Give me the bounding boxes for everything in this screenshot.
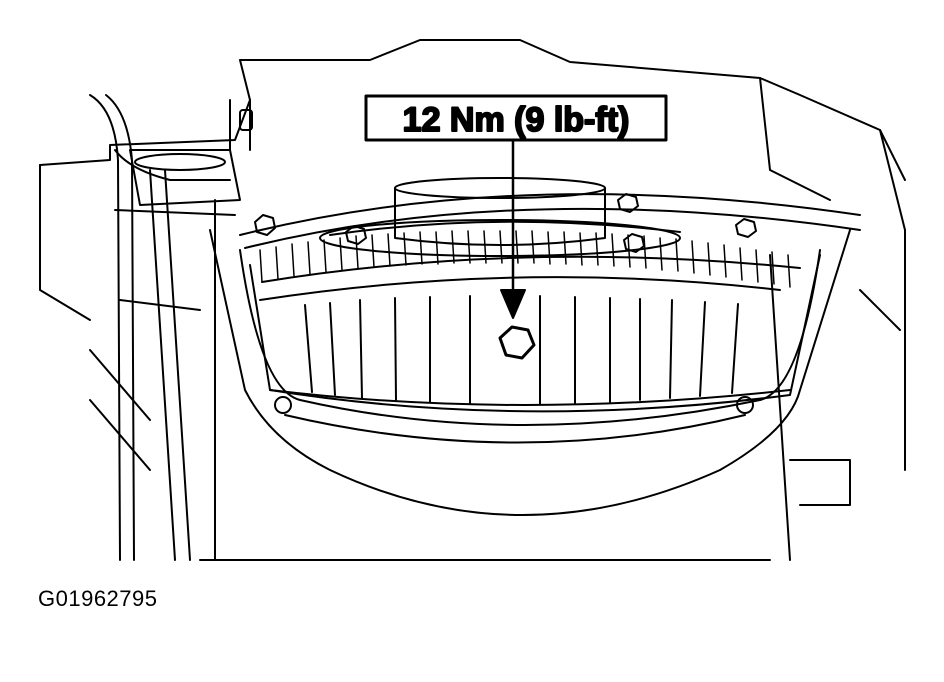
bolt-icon (254, 214, 276, 236)
torque-callout: 12 Nm (9 lb-ft) (364, 94, 668, 142)
housing-hole-right (736, 396, 754, 414)
callout-leader (500, 138, 526, 319)
converter-ribs (304, 295, 739, 405)
bolt-icon (735, 218, 757, 238)
mounting-block (129, 149, 241, 206)
center-hub (319, 177, 681, 257)
hex-bolt-head-icon (498, 325, 536, 360)
ring-gear-teeth (259, 230, 791, 288)
transmission-housing (199, 199, 851, 561)
bolt-icon (617, 193, 639, 213)
housing-hole-left (274, 396, 292, 414)
torque-callout-text: 12 Nm (9 lb-ft) (403, 101, 630, 139)
flywheel (239, 193, 861, 413)
bolt-icon (623, 233, 645, 253)
figure-id: G01962795 (38, 586, 158, 611)
flywheel-bolts (254, 193, 757, 253)
bolt-icon (345, 225, 367, 245)
